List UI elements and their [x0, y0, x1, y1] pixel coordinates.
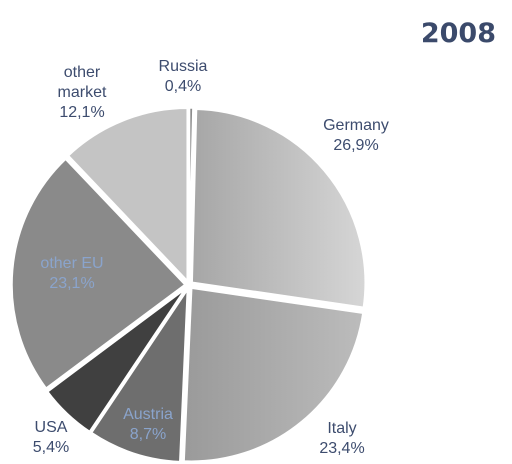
pie-slice-other-eu: [10, 157, 187, 390]
pie-slice-germany: [190, 107, 367, 310]
chart-title: 2008: [421, 18, 496, 49]
pie-slice-italy: [182, 286, 365, 463]
pie-slice-usa: [45, 286, 188, 434]
pie-slice-other-market: [66, 106, 189, 283]
pie-slice-austria: [89, 287, 190, 464]
pie-slice-russia: [187, 106, 195, 283]
